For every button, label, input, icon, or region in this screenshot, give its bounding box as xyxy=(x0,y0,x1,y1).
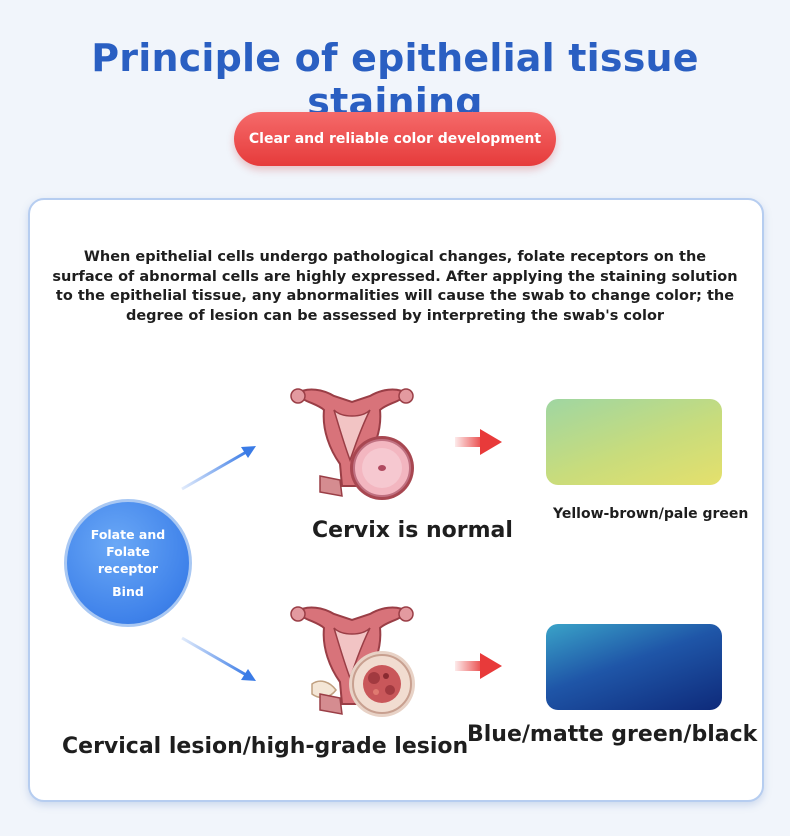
lesion-label: Cervical lesion/high-grade lesion xyxy=(62,734,469,759)
normal-color-label: Yellow-brown/pale green xyxy=(553,506,749,522)
red-arrow-lesion xyxy=(455,653,502,679)
page-title: Principle of epithelial tissue staining xyxy=(91,36,699,124)
feature-badge-label: Clear and reliable color development xyxy=(248,131,542,147)
normal-label: Cervix is normal xyxy=(312,518,513,543)
node-line-3: receptor xyxy=(97,561,159,576)
uterus-normal-icon xyxy=(290,388,414,500)
folate-binding-node: Folate and Folate receptor Bind xyxy=(64,499,192,627)
node-line-1: Folate and xyxy=(90,527,166,542)
description-text: When epithelial cells undergo pathologic… xyxy=(52,249,738,324)
feature-badge: Clear and reliable color development xyxy=(234,112,556,166)
node-line-4: Bind xyxy=(112,584,144,599)
arrow-to-normal xyxy=(181,446,256,491)
red-arrow-normal xyxy=(455,429,502,455)
lesion-color-label: Blue/matte green/black xyxy=(467,722,758,747)
swab-color-normal xyxy=(546,399,722,485)
swab-color-lesion xyxy=(546,624,722,710)
node-line-2: Folate xyxy=(106,544,150,559)
uterus-lesion-icon xyxy=(290,606,415,717)
arrow-to-lesion xyxy=(181,636,256,681)
